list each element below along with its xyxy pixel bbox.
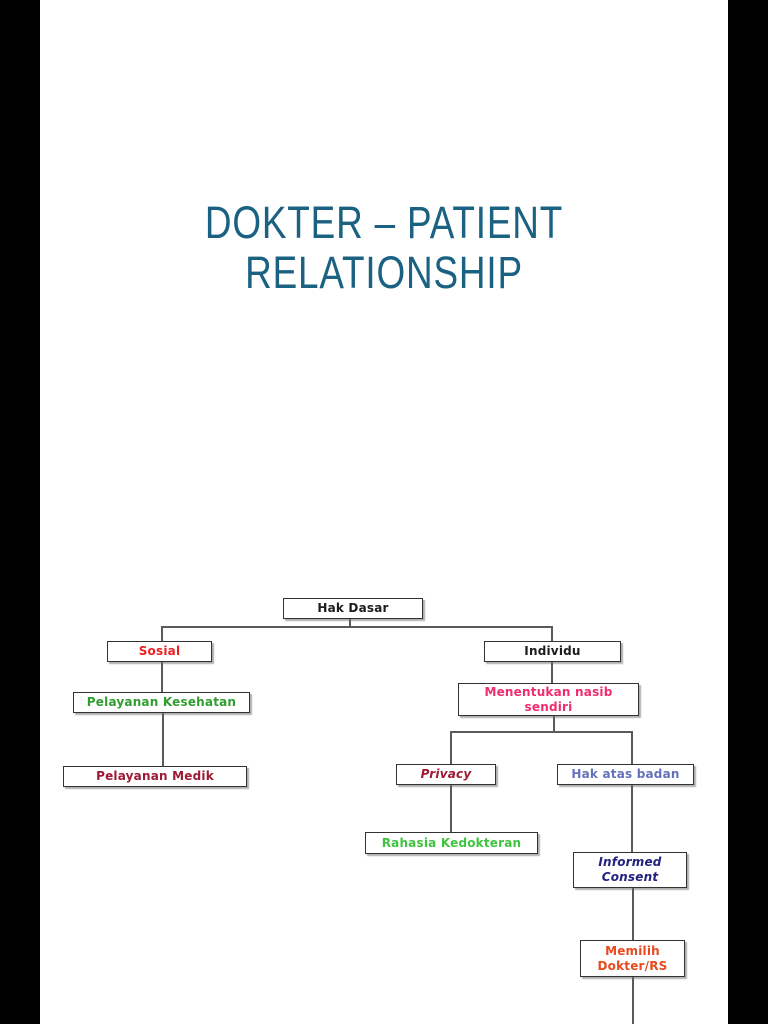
- connector-line: [632, 976, 634, 1024]
- flowchart-node-hak-dasar: Hak Dasar: [283, 598, 423, 619]
- slide-title-line2: RELATIONSHIP: [245, 247, 523, 298]
- node-label: Privacy: [420, 767, 472, 781]
- node-label: Hak atas badan: [571, 767, 680, 781]
- node-label: Pelayanan Medik: [96, 769, 214, 783]
- flowchart-node-informed-consent: Informed Consent: [573, 852, 687, 888]
- flowchart-node-rahasia-kedokteran: Rahasia Kedokteran: [365, 832, 538, 854]
- connector-line: [553, 715, 555, 733]
- node-label: Individu: [524, 644, 581, 658]
- connector-line: [450, 731, 452, 765]
- slide-page: DOKTER – PATIENT RELATIONSHIP Hak Dasar …: [40, 0, 728, 1024]
- connector-line: [450, 784, 452, 833]
- slide-title-line1: DOKTER – PATIENT: [204, 197, 564, 248]
- connector-line: [450, 731, 633, 733]
- connector-line: [161, 626, 553, 628]
- flowchart-node-privacy: Privacy: [396, 764, 496, 785]
- connector-line: [349, 617, 351, 628]
- flowchart-node-pelayanan-kesehatan: Pelayanan Kesehatan: [73, 692, 250, 713]
- flowchart-node-pelayanan-medik: Pelayanan Medik: [63, 766, 247, 787]
- node-label: Sosial: [138, 644, 181, 658]
- node-label: Menentukan nasib sendiri: [484, 684, 613, 714]
- node-label: Informed Consent: [598, 855, 662, 884]
- connector-line: [162, 712, 164, 767]
- flowchart-node-sosial: Sosial: [107, 641, 212, 662]
- connector-line: [161, 626, 163, 642]
- connector-line: [551, 626, 553, 642]
- node-label: Hak Dasar: [317, 601, 389, 615]
- connector-line: [632, 888, 634, 941]
- flowchart-node-hak-atas-badan: Hak atas badan: [557, 764, 694, 785]
- connector-line: [551, 662, 553, 684]
- flowchart-node-menentukan-nasib-sendiri: Menentukan nasib sendiri: [458, 683, 639, 716]
- connector-line: [631, 731, 633, 765]
- flowchart-node-memilih-dokter-rs: Memilih Dokter/RS: [580, 940, 685, 977]
- connector-line: [631, 784, 633, 853]
- connector-line: [161, 662, 163, 693]
- node-label: Memilih Dokter/RS: [597, 943, 668, 973]
- node-label: Rahasia Kedokteran: [381, 835, 522, 850]
- flowchart-node-individu: Individu: [484, 641, 621, 662]
- node-label: Pelayanan Kesehatan: [86, 695, 237, 709]
- slide-title: DOKTER – PATIENT RELATIONSHIP: [102, 198, 666, 298]
